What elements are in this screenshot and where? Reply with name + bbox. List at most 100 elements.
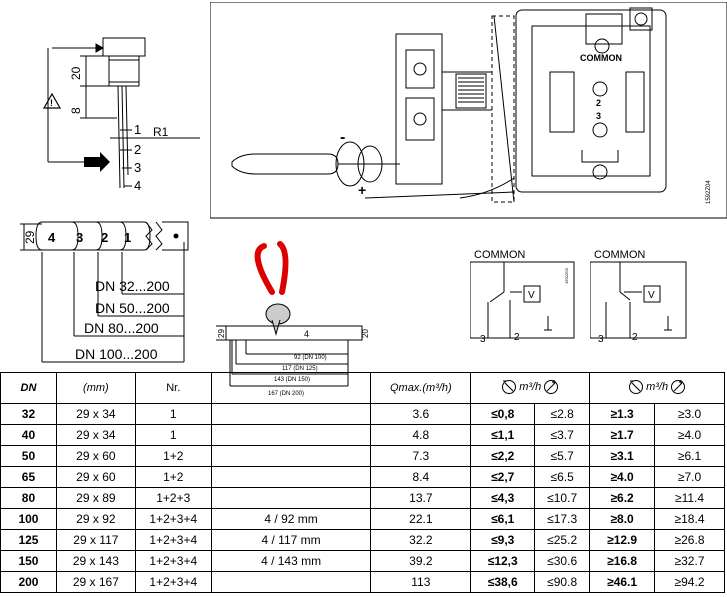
cell-max-low: ≥12.9	[589, 529, 656, 551]
cell-dn: 65	[0, 466, 57, 488]
cell-max-high: ≥11.4	[654, 487, 725, 509]
cut-length-100: 92 (DN 100)	[294, 355, 327, 361]
dn-range-50: DN 50...200	[95, 300, 170, 316]
table-row: 200 29 x 167 1+2+3+4 113 ≤38,6 ≤90.8 ≥46…	[0, 571, 725, 593]
table-row: 40 29 x 34 1 4.8 ≤1,1 ≤3.7 ≥1.7 ≥4.0	[0, 424, 725, 446]
header-unit-min: m³/h	[519, 380, 542, 393]
dn-range-32: DN 32...200	[95, 278, 170, 294]
cell-min-high: ≤30.6	[534, 550, 591, 572]
cell-min-low: ≤38,6	[470, 571, 536, 593]
cell-dn: 100	[0, 508, 57, 530]
cell-qmax: 32.2	[370, 529, 472, 551]
switch-left-t2: 2	[514, 332, 520, 343]
cell-cut	[210, 571, 372, 593]
cell-mm: 29 x 60	[55, 466, 136, 488]
cell-dn: 125	[0, 529, 57, 551]
cell-min-low: ≤2,7	[470, 466, 536, 488]
dim-8-label: 8	[69, 107, 83, 114]
cell-nr: 1+2	[134, 466, 212, 488]
switch-left-t3: 3	[480, 334, 486, 345]
table-row: 65 29 x 60 1+2 8.4 ≤2,7 ≤6.5 ≥4.0 ≥7.0	[0, 466, 725, 488]
cell-min-high: ≤10.7	[534, 487, 591, 509]
cell-max-low: ≥4.0	[589, 466, 656, 488]
terminal-3-label: 3	[596, 111, 601, 121]
cell-qmax: 39.2	[370, 550, 472, 572]
cell-mm: 29 x 143	[55, 550, 136, 572]
cell-min-high: ≤2.8	[534, 403, 591, 425]
cell-max-high: ≥26.8	[654, 529, 725, 551]
cell-nr: 1+2+3	[134, 487, 212, 509]
table-row: 80 29 x 89 1+2+3 13.7 ≤4,3 ≤10.7 ≥6.2 ≥1…	[0, 487, 725, 509]
cell-dn: 40	[0, 424, 57, 446]
segment-height-29-label: 29	[23, 230, 37, 244]
cell-max-high: ≥4.0	[654, 424, 725, 446]
cell-min-high: ≤6.5	[534, 466, 591, 488]
header-cut	[210, 372, 372, 404]
drawing-code: 1592Z04	[706, 180, 712, 204]
segment-label-2: 2	[101, 230, 108, 245]
cell-min-low: ≤2,2	[470, 445, 536, 467]
cut-mark-4-label: 4	[304, 329, 309, 339]
cell-nr: 1+2+3+4	[134, 571, 212, 593]
cell-qmax: 22.1	[370, 508, 472, 530]
cell-min-high: ≤17.3	[534, 508, 591, 530]
arrow-label-1: 1	[134, 122, 141, 137]
cell-mm: 29 x 167	[55, 571, 136, 593]
cell-cut: 4 / 92 mm	[210, 508, 372, 530]
table-row: 150 29 x 143 1+2+3+4 4 / 143 mm 39.2 ≤12…	[0, 550, 725, 572]
cell-dn: 150	[0, 550, 57, 572]
switch-right-t2: 2	[632, 332, 638, 343]
cell-max-high: ≥7.0	[654, 466, 725, 488]
cell-qmax: 8.4	[370, 466, 472, 488]
header-setting-min: m³/h	[470, 372, 591, 404]
paddle-cross-section-drawing: ! 20 8 R1 1 2 3 4	[42, 37, 200, 193]
cell-cut: 4 / 117 mm	[210, 529, 372, 551]
switch-right-v: V	[648, 290, 655, 301]
arrow-label-2: 2	[134, 142, 141, 157]
cell-min-high: ≤3.7	[534, 424, 591, 446]
cut-length-125: 117 (DN 125)	[282, 366, 318, 372]
cell-cut	[210, 487, 372, 509]
cell-dn: 200	[0, 571, 57, 593]
segment-label-3: 3	[76, 230, 83, 245]
cell-min-low: ≤4,3	[470, 487, 536, 509]
cut-dim-29-label: 29	[217, 329, 226, 338]
cell-min-low: ≤9,3	[470, 529, 536, 551]
arrow-label-4: 4	[134, 178, 141, 193]
adjust-screw-plus-icon	[544, 379, 559, 394]
cell-min-low: ≤0,8	[470, 403, 536, 425]
switch-schematic-left: COMMON V 3 2 1592Z03	[470, 249, 575, 345]
cell-max-low: ≥3.1	[589, 445, 656, 467]
cell-max-low: ≥1.3	[589, 403, 656, 425]
table-header-row: DN (mm) Nr. Qmax.(m³/h) m³/h m³/h	[0, 372, 725, 404]
header-qmax: Qmax.(m³/h)	[370, 372, 472, 404]
warning-triangle-icon	[42, 92, 62, 109]
terminal-2-label: 2	[596, 98, 601, 108]
arrow-icon	[84, 152, 110, 172]
cell-max-high: ≥94.2	[654, 571, 725, 593]
cell-max-low: ≥6.2	[589, 487, 656, 509]
cell-nr: 1+2	[134, 445, 212, 467]
cell-mm: 29 x 89	[55, 487, 136, 509]
header-nr: Nr.	[134, 372, 212, 404]
svg-text:+: +	[358, 182, 366, 198]
header-mm: (mm)	[55, 372, 136, 404]
cell-cut	[210, 424, 372, 446]
cell-max-high: ≥6.1	[654, 445, 725, 467]
cell-nr: 1+2+3+4	[134, 550, 212, 572]
cell-mm: 29 x 34	[55, 403, 136, 425]
cell-max-low: ≥16.8	[589, 550, 656, 572]
cell-min-low: ≤1,1	[470, 424, 536, 446]
switch-schematic-right: COMMON V 3 2	[590, 249, 687, 345]
switch-left-v: V	[528, 290, 535, 301]
cell-min-high: ≤90.8	[534, 571, 591, 593]
cell-max-high: ≥32.7	[654, 550, 725, 572]
dn-range-80: DN 80...200	[84, 320, 159, 336]
installation-drawing: - + COMMON 2 3 1592Z04	[210, 2, 727, 219]
table-row: 125 29 x 117 1+2+3+4 4 / 117 mm 32.2 ≤9,…	[0, 529, 725, 551]
adjust-screw-plus-icon	[671, 379, 686, 394]
cell-mm: 29 x 117	[55, 529, 136, 551]
header-setting-max: m³/h	[589, 372, 725, 404]
cell-mm: 29 x 34	[55, 424, 136, 446]
